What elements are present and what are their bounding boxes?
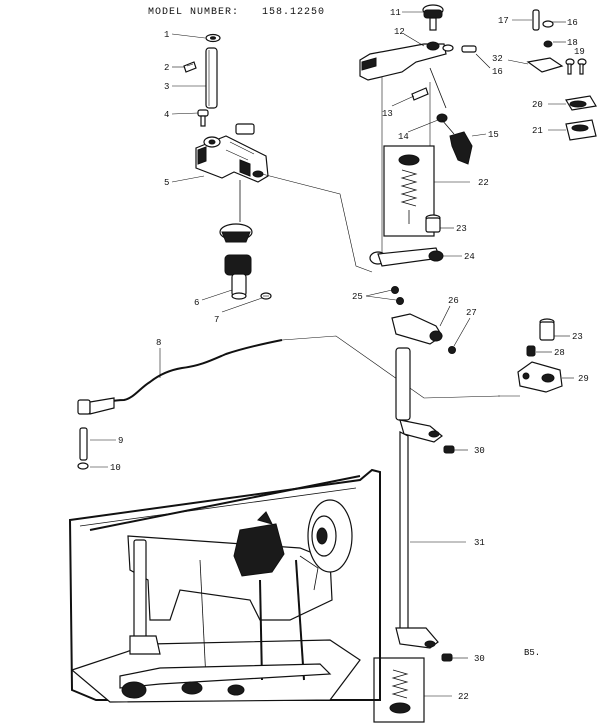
part-12-arm — [359, 41, 454, 81]
callout-1: 1 — [164, 30, 169, 40]
part-6-gear-shaft — [219, 180, 253, 300]
callout-18: 18 — [567, 38, 578, 48]
part-11-knob — [422, 4, 444, 31]
part-20-plate — [565, 95, 597, 111]
callout-28: 28 — [554, 348, 565, 358]
part-4-screw — [197, 109, 209, 127]
part-7-set-screw — [260, 292, 272, 300]
part-17-pin — [532, 9, 540, 31]
part-13-screw — [411, 87, 429, 101]
callout-3: 3 — [164, 82, 169, 92]
part-29-block — [517, 361, 563, 393]
part-22-spring-upper — [383, 145, 435, 237]
part-23-stud-lower — [539, 318, 555, 341]
part-27-screw — [448, 346, 456, 354]
callout-2: 2 — [164, 63, 169, 73]
callout-29: 29 — [578, 374, 589, 384]
part-32-bracket — [526, 57, 564, 73]
part-23-stud-upper — [425, 214, 441, 233]
part-19-screws — [565, 58, 587, 75]
callout-9: 9 — [118, 436, 123, 446]
callout-26: 26 — [448, 296, 459, 306]
part-18-washer — [543, 40, 553, 48]
callout-25: 25 — [352, 292, 363, 302]
part-31-bar — [395, 431, 439, 649]
part-2-screw — [183, 61, 197, 73]
callout-12: 12 — [394, 27, 405, 37]
model-number-label: MODEL NUMBER: — [148, 7, 239, 18]
part-25-screws — [391, 286, 404, 305]
callout-32: 32 — [492, 54, 503, 64]
callout-30-upper: 30 — [474, 446, 485, 456]
part-8-shaft — [77, 339, 283, 415]
part-10-washer — [77, 462, 89, 470]
part-9-pin — [79, 427, 88, 461]
part-24-link — [369, 247, 444, 267]
part-30-screw-lower — [441, 653, 453, 662]
callout-23-lower: 23 — [572, 332, 583, 342]
callout-31: 31 — [474, 538, 485, 548]
callout-27: 27 — [466, 308, 477, 318]
part-14-nut — [429, 67, 448, 123]
sewing-machine-illustration — [68, 468, 381, 703]
model-number-value: 158.12250 — [262, 7, 325, 18]
part-vertical-rod — [395, 347, 443, 443]
callout-16-right: 16 — [567, 18, 578, 28]
callout-8: 8 — [156, 338, 161, 348]
part-16-washer — [542, 20, 554, 28]
callout-23-upper: 23 — [456, 224, 467, 234]
part-3-bar — [205, 47, 218, 109]
callout-14: 14 — [398, 132, 409, 142]
callout-19: 19 — [574, 47, 585, 57]
part-15-lever — [441, 119, 473, 165]
part-16-screw — [461, 45, 477, 53]
part-30-screw-upper — [443, 445, 455, 454]
callout-7: 7 — [214, 315, 219, 325]
callout-10: 10 — [110, 463, 121, 473]
page-code: B5. — [524, 648, 540, 658]
callout-17: 17 — [498, 16, 509, 26]
callout-30-lower: 30 — [474, 654, 485, 664]
part-21-block — [565, 119, 597, 141]
callout-22-upper: 22 — [478, 178, 489, 188]
part-26-clamp — [391, 313, 443, 345]
part-28-screw — [526, 345, 536, 357]
callout-21: 21 — [532, 126, 543, 136]
callout-15: 15 — [488, 130, 499, 140]
callout-11: 11 — [390, 8, 401, 18]
callout-13: 13 — [382, 109, 393, 119]
leader-line — [261, 173, 373, 273]
part-1-washer — [205, 33, 221, 43]
callouts: 1 2 3 4 5 6 7 8 9 10 11 12 13 14 15 16 1 — [90, 8, 589, 702]
callout-6: 6 — [194, 298, 199, 308]
leader-line — [281, 335, 501, 399]
part-5-bracket — [195, 123, 269, 183]
callout-16-left: 16 — [492, 67, 503, 77]
part-22-spring-lower — [373, 657, 425, 723]
callout-5: 5 — [164, 178, 169, 188]
callout-22-lower: 22 — [458, 692, 469, 702]
callout-20: 20 — [532, 100, 543, 110]
callout-24: 24 — [464, 252, 475, 262]
callout-4: 4 — [164, 110, 169, 120]
